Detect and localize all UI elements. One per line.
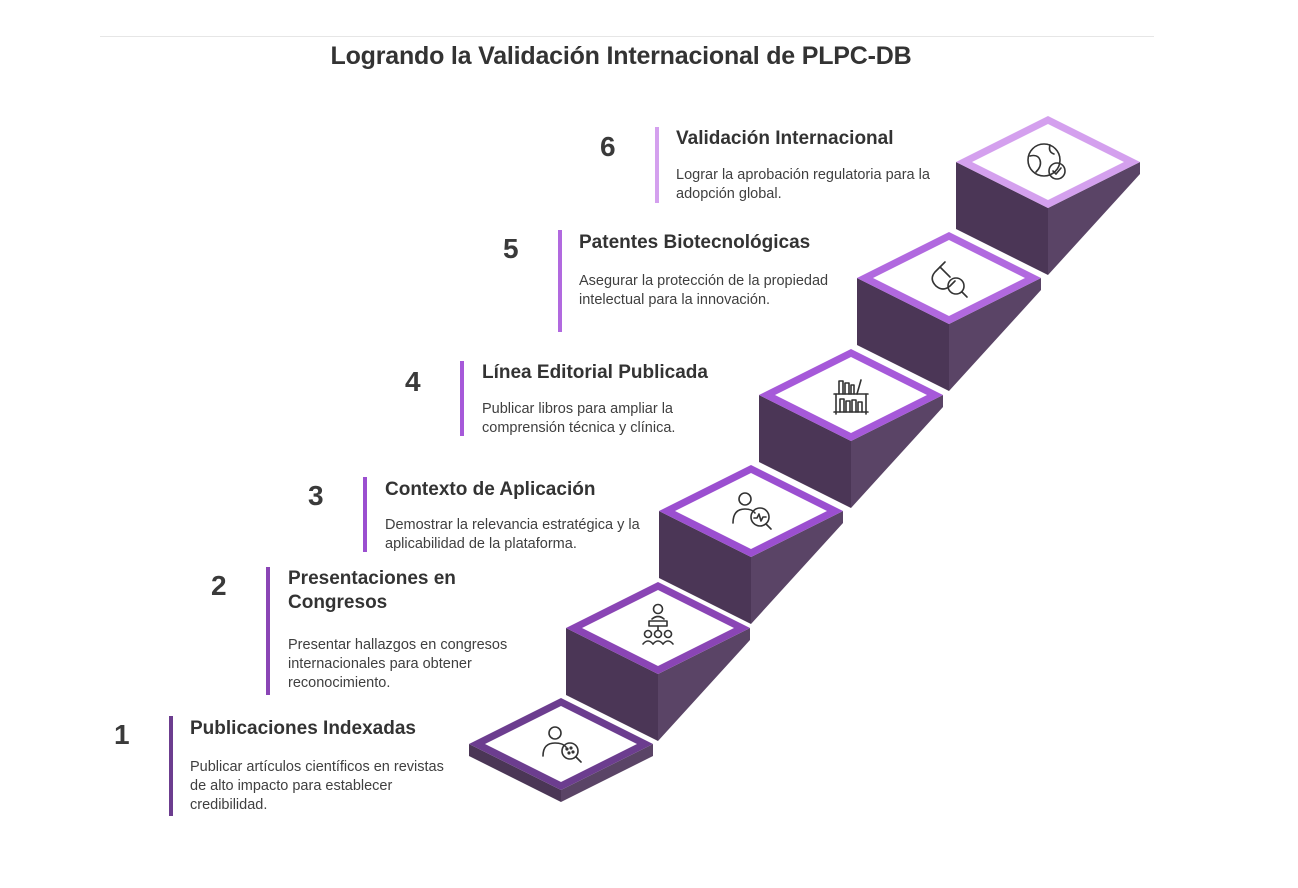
step-tread-inner [972,124,1124,200]
step-number: 6 [600,131,616,162]
step-description: Presentar hallazgos en congresos interna… [288,637,508,691]
globe-check-icon [1027,143,1066,180]
step-riser-right [658,628,750,741]
step-description: Asegurar la protección de la propiedad i… [579,273,829,308]
presenter-audience-icon [642,603,674,645]
step-accent-bar [266,567,270,695]
bookshelf-icon [833,379,869,415]
step-riser-left [469,744,561,802]
user-analytics-icon [732,492,772,530]
pill-search-icon [931,261,968,298]
step-number: 2 [211,570,227,601]
step-block-6 [956,116,1140,275]
step-block-3 [659,465,843,624]
step-title: Patentes Biotecnológicas [579,232,811,253]
step-riser-left [659,511,751,624]
step-title: Contexto de Aplicación [385,479,596,500]
step-number: 4 [405,366,421,397]
step-description: Lograr la aprobación regulatoria para la… [676,167,930,202]
step-riser-right [949,278,1041,391]
user-search-icon [542,726,582,763]
top-divider [100,36,1154,37]
step-block-2 [566,582,750,741]
step-tread-inner [775,357,927,433]
step-number: 1 [114,719,130,750]
step-description: Publicar artículos científicos en revist… [190,759,444,813]
step-title: Validación Internacional [676,128,894,149]
step-accent-bar [169,716,173,816]
step-riser-left [566,628,658,741]
step-number: 3 [308,480,324,511]
step-block-5 [857,232,1041,391]
step-number: 5 [503,233,519,264]
step-riser-left [759,395,851,508]
step-riser-right [1048,162,1140,275]
step-riser-left [857,278,949,391]
step-accent-bar [460,361,464,436]
step-description: Publicar libros para ampliar la comprens… [482,401,676,436]
step-block-1 [469,698,653,802]
step-tread-inner [873,240,1025,316]
step-title: Publicaciones Indexadas [190,718,416,739]
step-title: Línea Editorial Publicada [482,362,708,383]
step-riser-right [751,511,843,624]
page-title: Logrando la Validación Internacional de … [330,42,912,70]
step-tread-inner [675,473,827,549]
step-title: Presentaciones en Congresos [288,568,456,613]
step-accent-bar [655,127,659,203]
step-riser-right [561,744,653,802]
step-riser-right [851,395,943,508]
step-description: Demostrar la relevancia estratégica y la… [385,517,640,552]
step-riser-left [956,162,1048,275]
step-block-4 [759,349,943,508]
step-accent-bar [558,230,562,332]
step-accent-bar [363,477,367,552]
